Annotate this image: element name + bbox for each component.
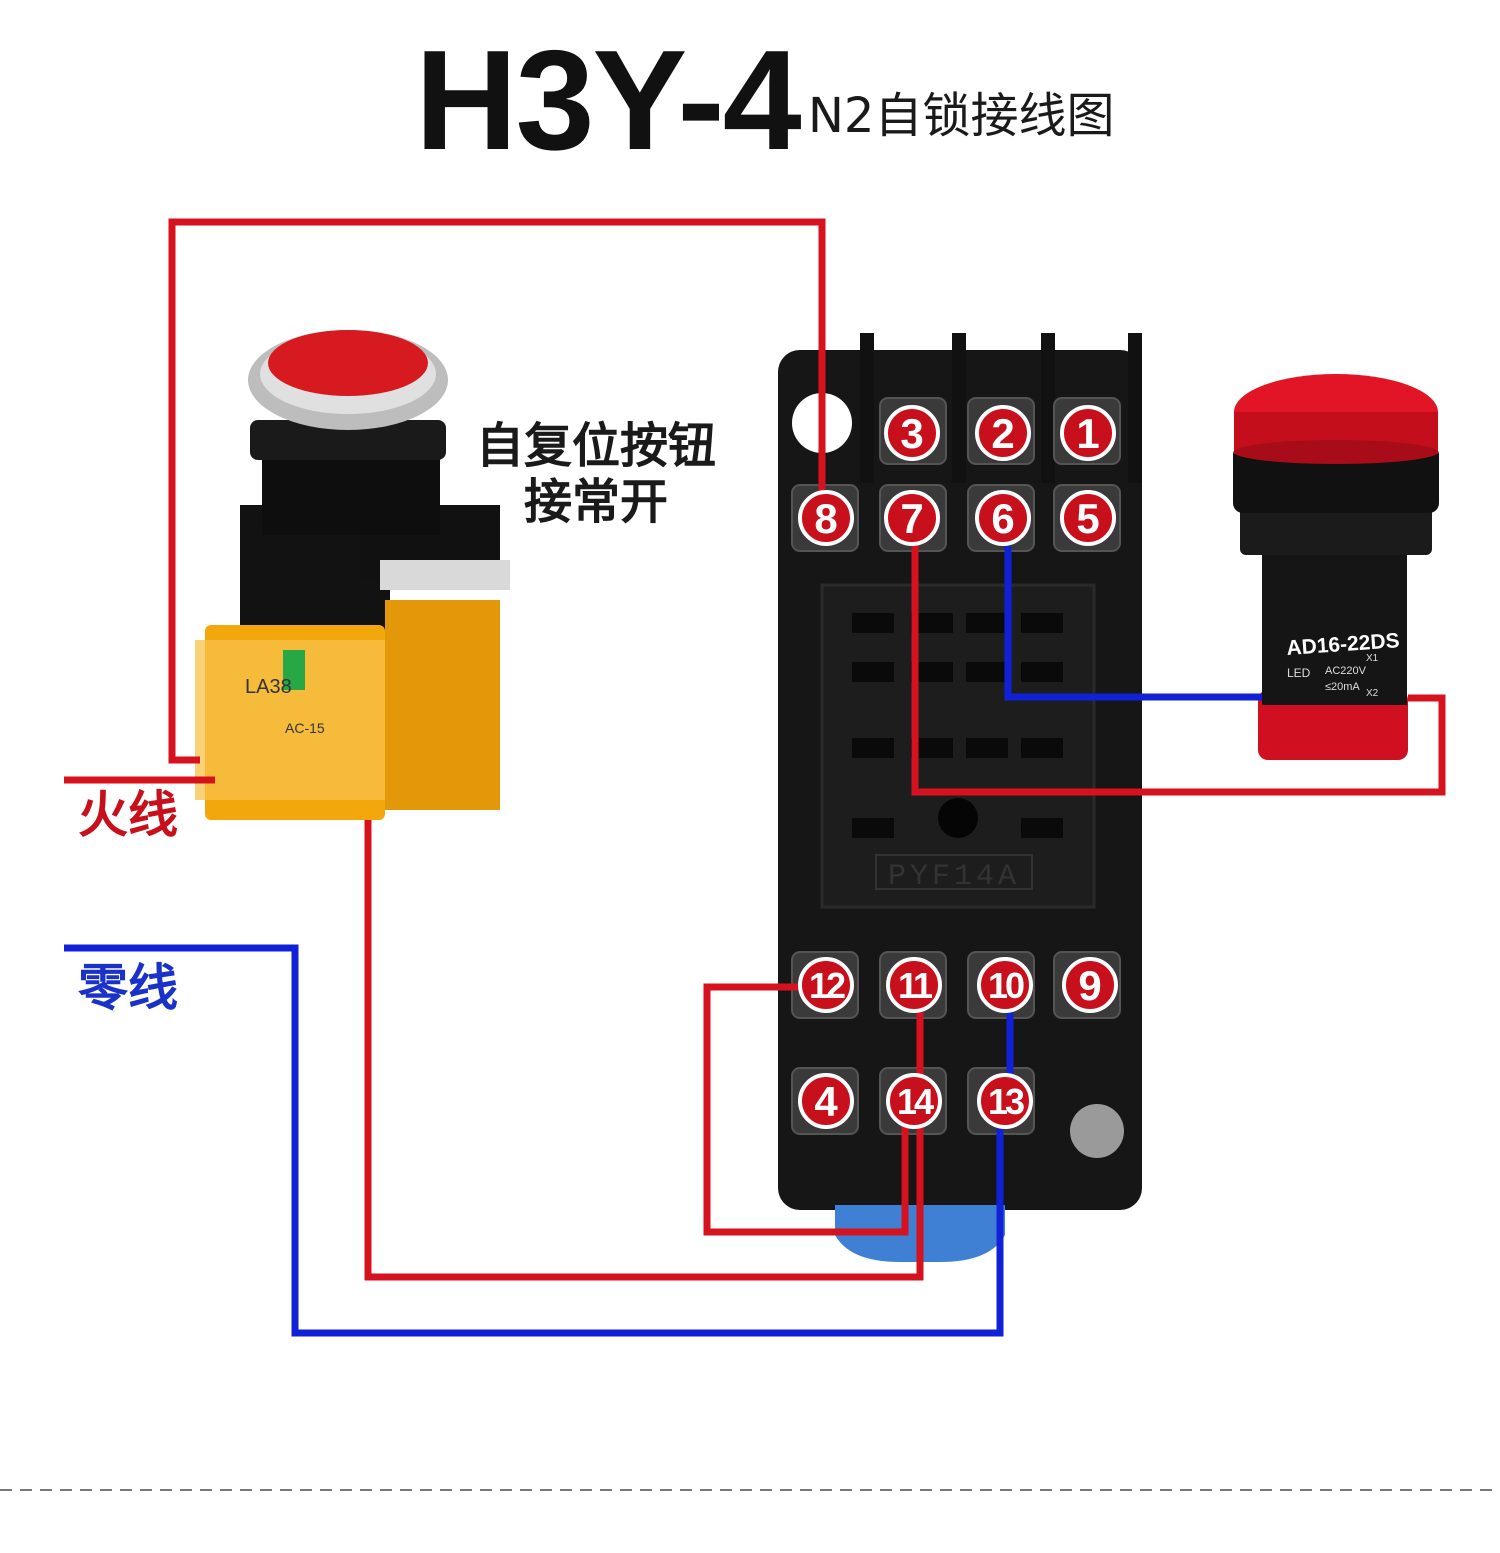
mounting-hole-bottom: [1070, 1104, 1124, 1158]
button-caption-line2: 接常开: [524, 474, 668, 530]
terminal-badge-9: [1062, 957, 1118, 1013]
terminal-badge-14: [886, 1073, 942, 1129]
terminal-number-10: 10: [988, 965, 1024, 1006]
terminal-badge-8: [798, 490, 854, 546]
indicator-lamp: AD16-22DS X1 LED AC220V ≤20mA X2: [1233, 374, 1439, 760]
lamp-x1-label: X1: [1366, 653, 1379, 664]
button-module-text: LA38: [245, 676, 292, 698]
wire-neutral-to-t13: [64, 944, 1004, 1337]
terminal-badge-1: [1060, 405, 1116, 461]
terminal-badge-5: [1060, 490, 1116, 546]
neutral-wire-label: 零线: [78, 959, 178, 1017]
terminal-number-12: 12: [809, 965, 845, 1006]
terminal-number-8: 8: [814, 495, 837, 542]
terminal-number-11: 11: [898, 965, 933, 1006]
relay-base-model-label: PYF14A: [888, 860, 1020, 894]
terminal-number-7: 7: [900, 495, 923, 542]
terminal-badge-12: [798, 957, 854, 1013]
diagram-title: H3Y-4: [415, 21, 802, 180]
terminal-number-5: 5: [1076, 495, 1099, 542]
terminal-number-4: 4: [814, 1078, 838, 1125]
wire-t6-to-lamp: [1004, 540, 1262, 701]
terminal-number-6: 6: [991, 495, 1014, 542]
terminal-badge-6: [975, 490, 1031, 546]
wire-live-button-to-t8: [168, 218, 826, 764]
terminal-number-2: 2: [991, 410, 1014, 457]
button-module-text-2: AC-15: [285, 720, 325, 736]
red-button-cap: [268, 330, 428, 396]
lamp-led-label: LED: [1287, 666, 1311, 680]
terminal-number-14: 14: [897, 1081, 934, 1122]
diagram-subtitle: N2自锁接线图: [808, 88, 1115, 144]
terminal-badge-4: [798, 1073, 854, 1129]
wire-t7-to-lamp: [911, 522, 1446, 796]
terminal-badge-2: [975, 405, 1031, 461]
terminal-badge-3: [884, 405, 940, 461]
terminal-badge-11: [886, 957, 942, 1013]
wire-t12-to-t14: [703, 983, 909, 1236]
terminal-number-3: 3: [900, 410, 923, 457]
terminal-badge-10: [977, 957, 1033, 1013]
lamp-spec-voltage: AC220V: [1325, 665, 1367, 677]
terminal-badge-7: [884, 490, 940, 546]
wire-button-to-t11: [364, 820, 924, 1281]
push-button-device: LA38 AC-15: [195, 330, 510, 820]
lamp-x2-label: X2: [1366, 688, 1379, 699]
terminal-badge-13: [977, 1073, 1033, 1129]
terminal-number-13: 13: [988, 1081, 1024, 1122]
live-wire-label: 火线: [78, 786, 178, 844]
terminal-number-1: 1: [1076, 410, 1099, 457]
lamp-spec-current: ≤20mA: [1325, 681, 1360, 693]
terminal-number-9: 9: [1078, 962, 1101, 1009]
button-caption-line1: 自复位按钮: [476, 418, 716, 474]
